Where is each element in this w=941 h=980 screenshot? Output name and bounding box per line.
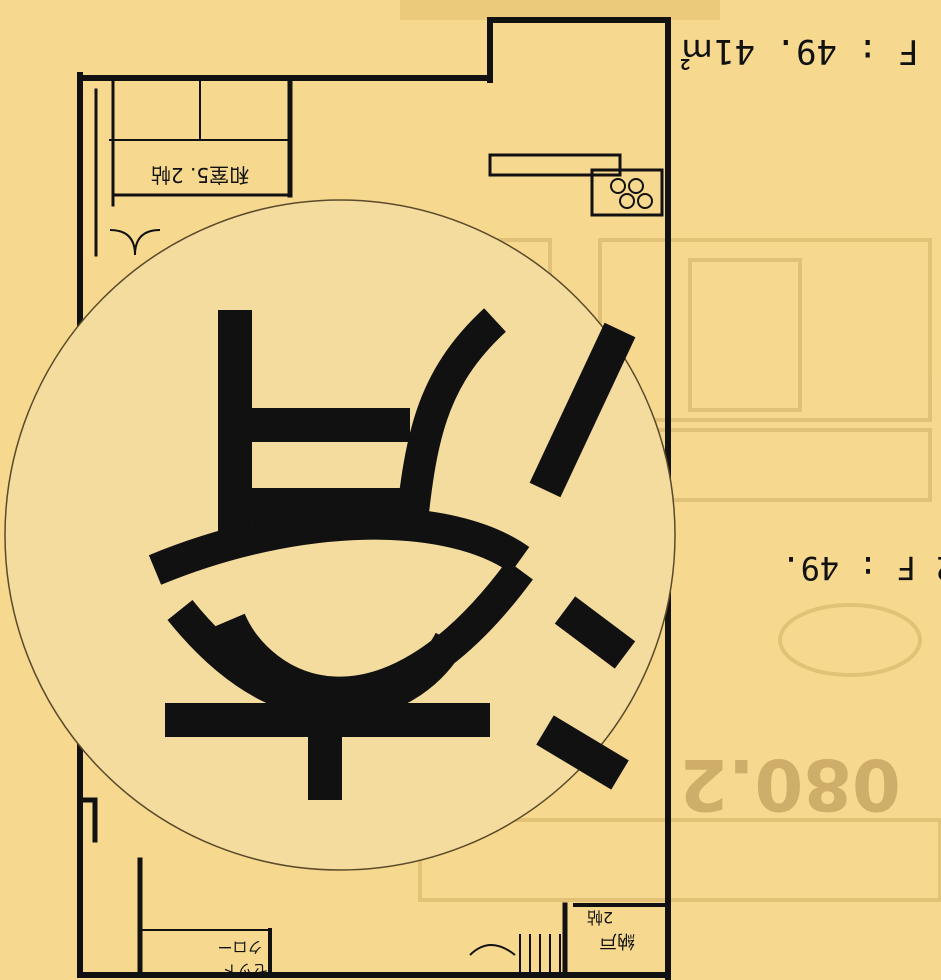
door-arc bbox=[134, 229, 161, 256]
door-arc bbox=[469, 944, 516, 956]
glyph-curve bbox=[148, 507, 530, 585]
door-swings bbox=[109, 229, 516, 956]
faint-box-2 bbox=[688, 258, 802, 412]
stove-burner-icon bbox=[610, 178, 653, 209]
glyph-curve bbox=[167, 599, 465, 721]
seal-character-curves bbox=[148, 308, 533, 721]
glyph-curve bbox=[394, 308, 506, 542]
stairs bbox=[519, 934, 561, 976]
seal-character-glyph bbox=[165, 310, 636, 800]
floor2-area-label: 2 F : 49. bbox=[781, 549, 941, 587]
glyph-stroke bbox=[554, 596, 636, 669]
glyph-stroke bbox=[529, 322, 636, 498]
room-label-washitsu: 和室5. 2帖 bbox=[151, 163, 249, 187]
room-label-closet-top: クロー bbox=[217, 938, 262, 956]
kitchen-counter bbox=[488, 153, 622, 177]
faint-price-text: 080.2 bbox=[679, 743, 900, 825]
floor1-area-label: 1 F : 49. 41㎡ bbox=[680, 31, 941, 71]
floor-plan-walls bbox=[77, 17, 671, 980]
stove-unit bbox=[590, 168, 664, 217]
faint-top-band bbox=[400, 0, 720, 20]
room-label-storage-bottom: 2帖 bbox=[587, 908, 613, 927]
room-label-closet-bottom: ゼット bbox=[222, 961, 267, 979]
faint-ellipse bbox=[778, 603, 922, 677]
room-label-storage-top: 納戸 bbox=[599, 930, 635, 951]
glyph-stroke bbox=[536, 715, 629, 790]
